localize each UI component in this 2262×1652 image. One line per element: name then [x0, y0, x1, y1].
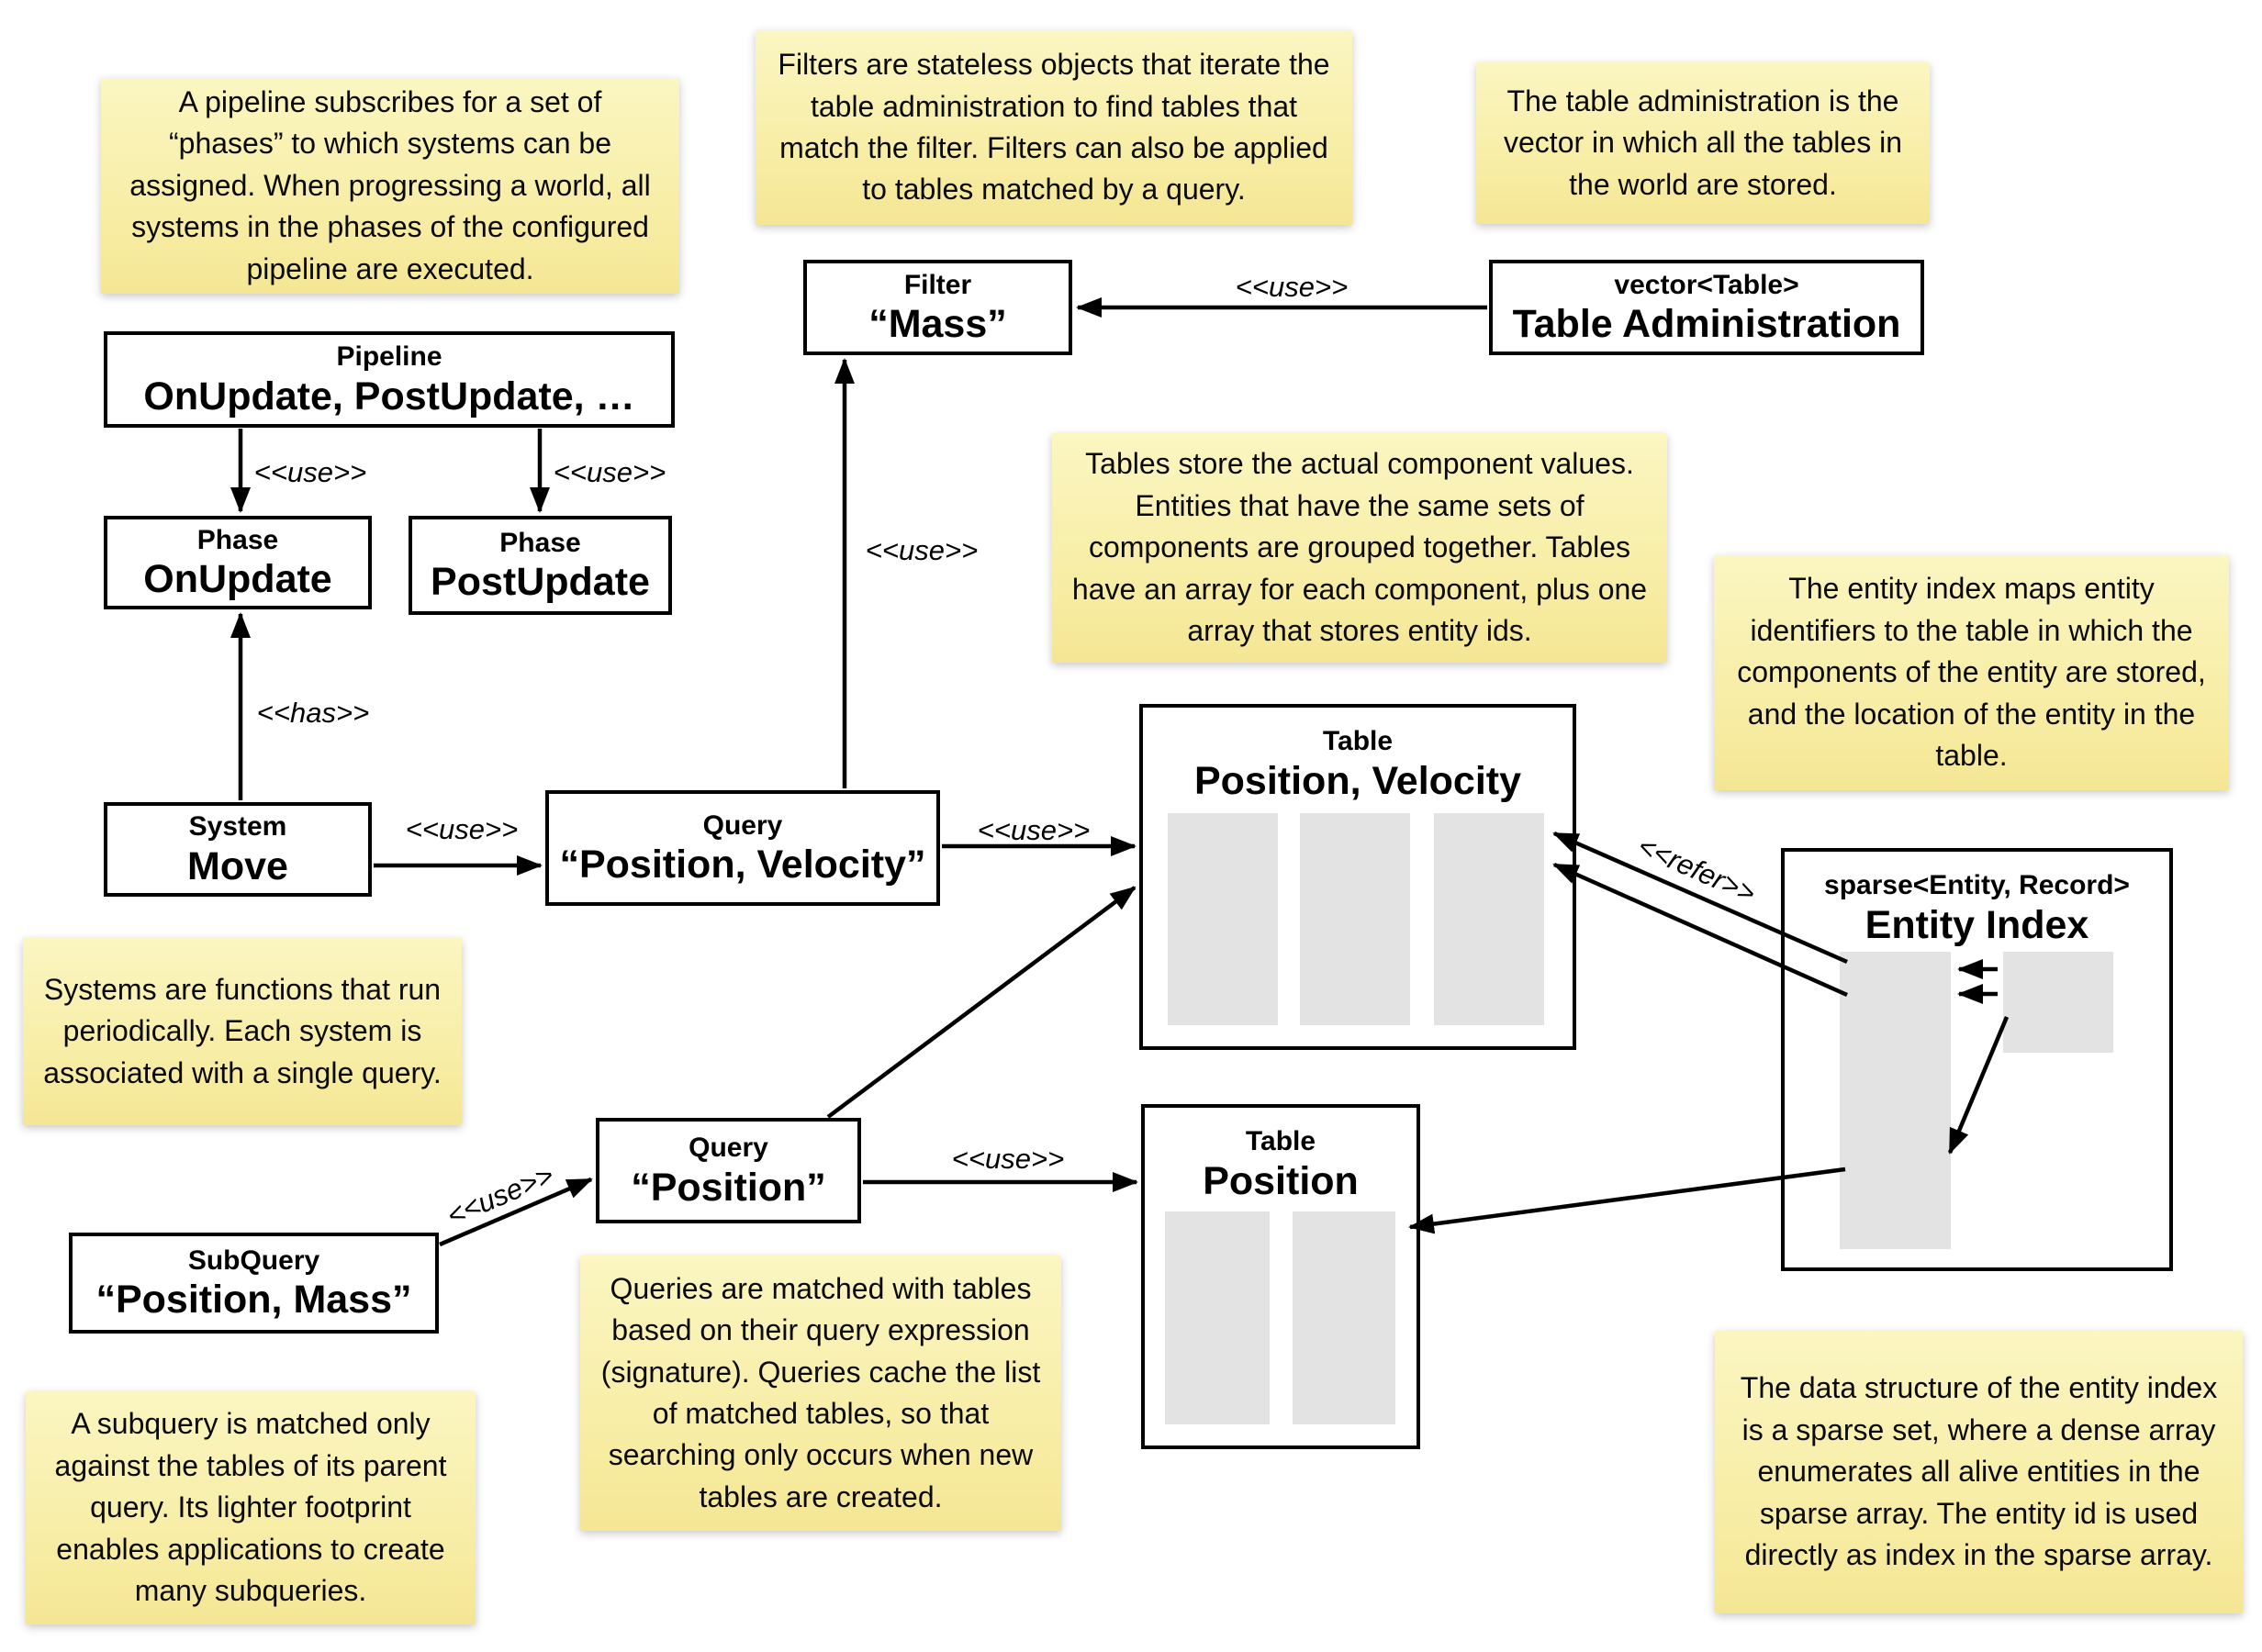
note-tables: Tables store the actual component values… [1052, 433, 1667, 663]
edge-label-use-system-query: <<use>> [405, 813, 519, 845]
edge-label-has-system-phase: <<has>> [256, 697, 370, 729]
box-query-position-name: “Position” [631, 1165, 826, 1210]
edge-label-use-pipeline-postupdate: <<use>> [553, 456, 666, 488]
box-phase-onupdate-name: OnUpdate [143, 557, 332, 602]
box-filter-mass-name: “Mass” [868, 302, 1007, 347]
box-subquery-stereotype: SubQuery [187, 1245, 320, 1276]
box-pipeline-stereotype: Pipeline [336, 341, 442, 373]
note-pipeline: A pipeline subscribes for a set of “phas… [101, 78, 679, 294]
edge-label-use-subquery-querypos: <<use>> [442, 1158, 558, 1233]
note-systems: Systems are functions that run periodica… [23, 938, 462, 1125]
arrow-querypos-to-tablepv [826, 886, 1137, 1119]
note-queries: Queries are matched with tables based on… [580, 1256, 1061, 1531]
box-table-position-name: Position [1203, 1158, 1359, 1203]
note-filters: Filters are stateless objects that itera… [756, 30, 1352, 225]
box-phase-onupdate-stereotype: Phase [196, 524, 279, 555]
box-table-position-stereotype: Table [1245, 1126, 1316, 1156]
note-entity-index: The entity index maps entity identifiers… [1714, 555, 2229, 790]
box-subquery-name: “Position, Mass” [95, 1278, 412, 1323]
box-table-position-velocity-stereotype: Table [1322, 726, 1394, 756]
box-phase-postupdate-stereotype: Phase [499, 527, 581, 558]
component-array [1434, 813, 1544, 1025]
component-array [1300, 813, 1410, 1025]
box-pipeline: Pipeline OnUpdate, PostUpdate, … [104, 331, 675, 428]
edge-label-use-pipeline-onupdate: <<use>> [253, 456, 367, 488]
box-filter-mass: Filter “Mass” [803, 260, 1072, 355]
box-table-administration: vector<Table> Table Administration [1489, 260, 1924, 355]
box-query-position-velocity-stereotype: Query [702, 809, 783, 841]
box-subquery: SubQuery “Position, Mass” [69, 1233, 439, 1334]
box-filter-mass-stereotype: Filter [903, 269, 972, 300]
box-system-move: System Move [104, 802, 372, 897]
box-query-position-velocity: Query “Position, Velocity” [545, 790, 940, 906]
box-table-position-velocity-name: Position, Velocity [1193, 758, 1522, 803]
box-phase-onupdate: Phase OnUpdate [104, 516, 372, 609]
box-entity-index-name: Entity Index [1864, 902, 2089, 947]
component-array [1168, 813, 1278, 1025]
box-phase-postupdate: Phase PostUpdate [409, 516, 672, 615]
box-query-position: Query “Position” [596, 1118, 861, 1223]
box-entity-index-stereotype: sparse<Entity, Record> [1824, 870, 2130, 900]
note-table-administration: The table administration is the vector i… [1476, 62, 1930, 224]
edge-label-use-querypos-tablepos: <<use>> [951, 1143, 1065, 1175]
box-query-position-stereotype: Query [689, 1133, 768, 1164]
edge-label-use-query-tablepv: <<use>> [977, 814, 1091, 846]
box-phase-postupdate-name: PostUpdate [431, 560, 650, 605]
box-system-move-stereotype: System [188, 811, 287, 843]
component-array [1165, 1211, 1270, 1424]
box-table-position: Table Position [1141, 1104, 1420, 1449]
edge-label-use-query-filter: <<use>> [865, 534, 979, 566]
box-entity-index: sparse<Entity, Record> Entity Index [1781, 848, 2173, 1271]
note-subquery: A subquery is matched only against the t… [26, 1391, 476, 1624]
edge-label-use-tableadmin-filter: <<use>> [1235, 271, 1349, 303]
dense-array [2003, 952, 2113, 1053]
component-array [1293, 1211, 1395, 1424]
note-sparse-set: The data structure of the entity index i… [1715, 1331, 2243, 1613]
box-pipeline-name: OnUpdate, PostUpdate, … [143, 374, 635, 419]
box-query-position-velocity-name: “Position, Velocity” [559, 843, 926, 887]
box-table-position-velocity: Table Position, Velocity [1139, 704, 1576, 1050]
box-table-administration-stereotype: vector<Table> [1614, 269, 1799, 300]
sparse-array [1840, 952, 1951, 1249]
edge-label-refer-entityindex-tables: <<refer>> [1632, 829, 1761, 910]
arrow-entityindex-to-tablepos [1408, 1166, 1846, 1234]
box-table-administration-name: Table Administration [1512, 302, 1901, 347]
box-system-move-name: Move [187, 843, 288, 888]
